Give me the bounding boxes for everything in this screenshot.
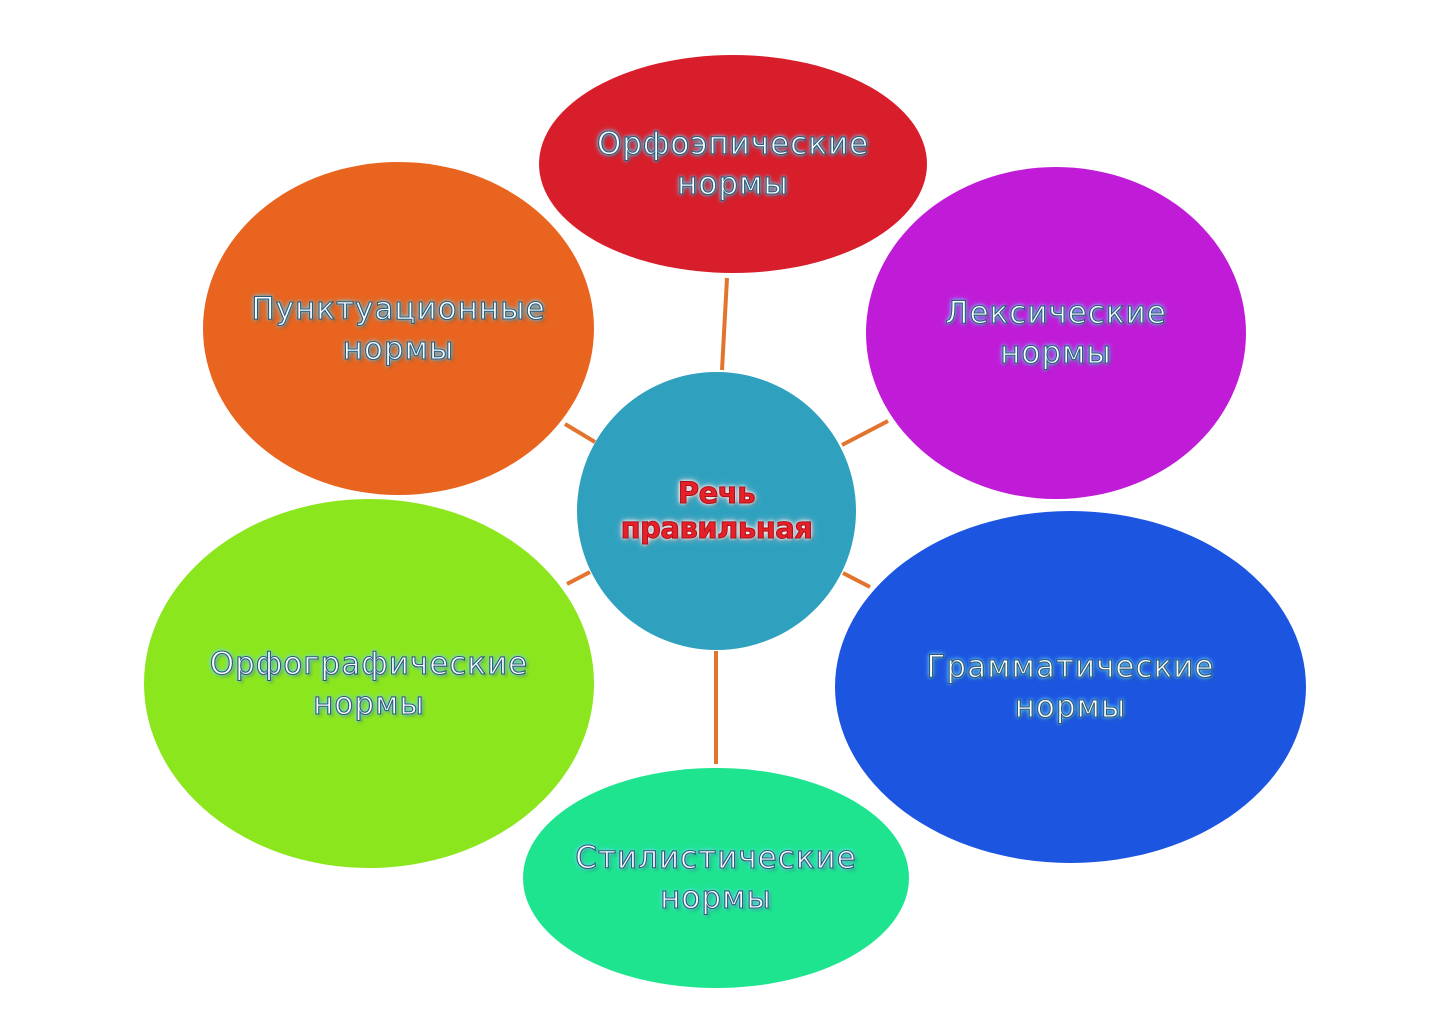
node-label-line1: Лексические <box>945 294 1167 331</box>
node-label-line2: нормы <box>660 879 772 916</box>
node-label: Стилистические нормы <box>575 838 857 918</box>
connector-grammar <box>842 571 871 589</box>
node-label: Грамматические нормы <box>926 647 1215 727</box>
node-label: Орфоэпические нормы <box>596 124 870 204</box>
connector-lexical <box>841 419 889 447</box>
node-label-line1: Орфоэпические <box>596 125 870 162</box>
node-lexical-norms: Лексические нормы <box>866 167 1246 499</box>
connector-orthoepic <box>720 277 729 371</box>
center-label: Речь правильная <box>620 476 813 546</box>
connector-spelling <box>566 570 591 586</box>
node-label-line2: нормы <box>313 685 425 722</box>
node-label-line1: Пунктуационные <box>251 290 546 327</box>
node-spelling-norms: Орфографические нормы <box>144 499 594 868</box>
node-label-line2: нормы <box>677 165 789 202</box>
node-label: Пунктуационные нормы <box>251 289 545 369</box>
node-label: Орфографические нормы <box>209 644 529 724</box>
center-label-line2: правильная <box>620 511 813 546</box>
connector-punctuation <box>563 422 597 444</box>
node-label-line2: нормы <box>1014 688 1127 725</box>
node-orthoepic-norms: Орфоэпические нормы <box>539 55 927 273</box>
node-stylistic-norms: Стилистические нормы <box>523 768 909 988</box>
node-label-line1: Стилистические <box>575 839 857 876</box>
center-label-line1: Речь <box>677 476 756 511</box>
node-grammar-norms: Грамматические нормы <box>835 511 1306 863</box>
node-label-line1: Орфографические <box>209 645 529 682</box>
node-label-line2: нормы <box>342 330 455 367</box>
node-center-correct-speech: Речь правильная <box>577 372 856 650</box>
node-label: Лексические нормы <box>945 293 1167 373</box>
node-label-line1: Грамматические <box>926 648 1215 685</box>
node-punctuation-norms: Пунктуационные нормы <box>203 162 594 495</box>
node-label-line2: нормы <box>1000 334 1112 371</box>
